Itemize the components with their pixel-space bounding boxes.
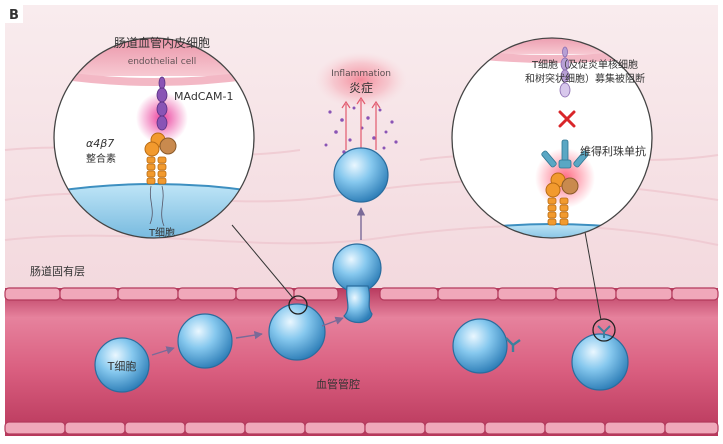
panel-letter: B: [9, 8, 19, 23]
panel-letter-bg: [5, 5, 23, 23]
integrin-symbol-label: α4β7: [86, 137, 114, 150]
t-cell-zoom-label: T细胞: [148, 226, 175, 239]
madcam-molecule: [156, 76, 168, 131]
inflammation-cloud: [315, 52, 407, 108]
integrin-molecule: [144, 132, 177, 227]
t-cell-transmigrating: [332, 243, 382, 293]
t-cell-vessel-1: [94, 337, 150, 393]
vessel-wall-upper: [4, 287, 719, 301]
zoom-connector-left: [231, 224, 294, 299]
t-cell-vessel-2: [177, 313, 233, 369]
arrow-icon: [151, 346, 175, 356]
t-cell-vessel-blocked: [571, 333, 629, 391]
t-cell-vessel-rolling: [268, 303, 326, 361]
vessel-wall-lower: [4, 421, 719, 435]
inflammation-label: 炎症: [349, 80, 373, 95]
chemokine-up-arrows: [341, 96, 381, 150]
lamina-propria-label: 肠道固有层: [30, 264, 85, 278]
madcam-label: MAdCAM-1: [174, 90, 233, 103]
vedolizumab-antibody: [541, 139, 589, 169]
vessel-lumen-label: 血管管腔: [316, 377, 360, 391]
arrow-icon: [321, 316, 344, 327]
endothelial-cell-faded-label: endothelial cell: [128, 57, 197, 67]
t-cell-migrated: [333, 147, 389, 203]
arrow-icon: [235, 330, 263, 340]
zoom-marker-right: [592, 318, 616, 342]
endothelial-cell-label: 肠道血管内皮细胞: [114, 35, 210, 50]
zoom-connector-right: [584, 231, 602, 321]
antibody-on-cell: [505, 337, 521, 352]
red-x-icon: [558, 110, 576, 128]
zoom-marker-left: [288, 295, 308, 315]
integrin-name-label: 整合素: [86, 152, 116, 165]
t-cell-vessel-label: T细胞: [107, 360, 137, 373]
blocked-label-line1: T细胞（及促炎单核细胞: [531, 58, 638, 71]
blocked-label-line2: 和树突状细胞）募集被阻断: [525, 72, 645, 85]
vedolizumab-label: 维得利珠单抗: [580, 144, 646, 158]
madcam-molecule-blocked: [559, 46, 571, 98]
integrin-molecule-bound: [545, 172, 579, 226]
t-cell-squeezing-through: [343, 285, 373, 324]
t-cell-vessel-treated: [452, 318, 508, 374]
antibody-at-vessel: [597, 325, 611, 338]
inflammation-faded-label: Inflammation: [331, 69, 391, 79]
